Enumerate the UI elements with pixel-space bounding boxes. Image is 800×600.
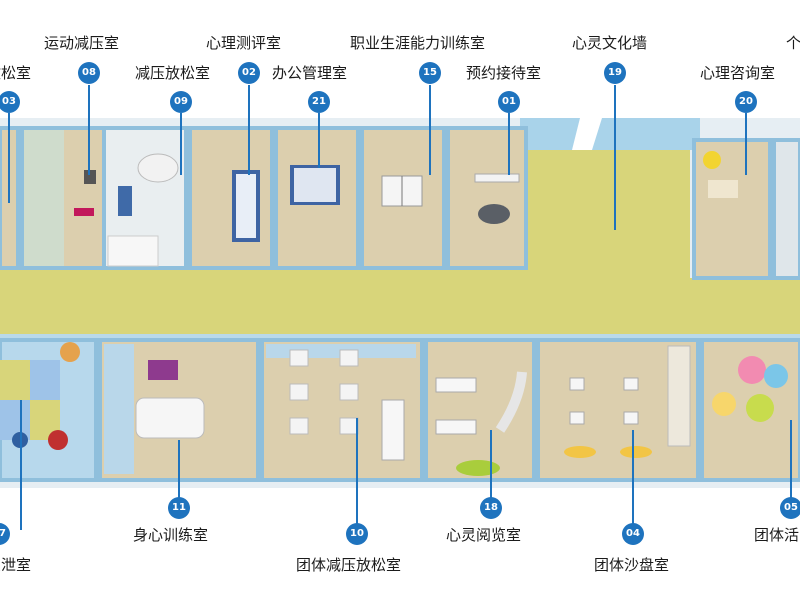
leader-line-15: [429, 85, 431, 175]
label-culture-wall: 心灵文化墙: [572, 34, 648, 52]
label-sports-relief-room: 运动减压室: [44, 34, 120, 52]
marker-08: 08: [78, 62, 100, 84]
marker-18: 18: [480, 497, 502, 519]
leader-line-08: [88, 85, 90, 175]
marker-19: 19: [604, 62, 626, 84]
label-career-training-room: 职业生涯能力训练室: [350, 34, 486, 52]
room-career-training: [360, 126, 446, 270]
label-reading-room: 心灵阅览室: [446, 526, 522, 544]
leader-line-01: [508, 113, 510, 175]
leader-line-11: [178, 440, 180, 502]
leader-line-02: [248, 85, 250, 175]
room-group-relax: [260, 338, 424, 482]
marker-21: 21: [308, 91, 330, 113]
room-stress-relax: [102, 126, 188, 270]
marker-02: 02: [238, 62, 260, 84]
marker-05: 05: [780, 497, 800, 519]
label-individual-room: 个: [786, 34, 800, 52]
marker-07: 07: [0, 523, 10, 545]
main-corridor: [0, 150, 800, 338]
marker-03: 03: [0, 91, 20, 113]
label-stress-relax-room: 减压放松室: [135, 64, 211, 82]
room-sandplay: [536, 338, 700, 482]
leader-line-10: [356, 418, 358, 528]
room-group-activity: [700, 338, 800, 482]
leader-line-20: [745, 113, 747, 175]
marker-01: 01: [498, 91, 520, 113]
room-sports-relief: [20, 126, 106, 270]
room-office: [274, 126, 360, 270]
label-office-room: 办公管理室: [272, 64, 348, 82]
leader-line-03: [8, 113, 10, 203]
marker-04: 04: [622, 523, 644, 545]
leader-line-04: [632, 430, 634, 526]
leader-line-07: [20, 400, 22, 530]
room-individual: [772, 138, 800, 280]
marker-10: 10: [346, 523, 368, 545]
label-group-activity-room: 团体活: [754, 526, 800, 544]
label-body-mind-training-room: 身心训练室: [133, 526, 209, 544]
label-reception-room: 预约接待室: [466, 64, 542, 82]
leader-line-09: [180, 113, 182, 175]
leader-line-19: [614, 85, 616, 230]
label-group-relax-room: 团体减压放松室: [296, 556, 402, 574]
marker-20: 20: [735, 91, 757, 113]
marker-15: 15: [419, 62, 441, 84]
label-sandplay-room: 团体沙盘室: [594, 556, 670, 574]
culture-wall-strip: [520, 118, 700, 150]
label-relax-room: 放松室: [0, 64, 32, 82]
label-venting-room: 宣泄室: [0, 556, 32, 574]
label-psych-assessment-room: 心理测评室: [206, 34, 282, 52]
room-reception: [446, 126, 528, 270]
leader-line-18: [490, 430, 492, 500]
leader-line-05: [790, 420, 792, 500]
room-counseling: [692, 138, 772, 280]
corridor-edge: [0, 334, 800, 340]
room-reading: [424, 338, 536, 482]
culture-wall-gap: [572, 118, 602, 150]
leader-line-21: [318, 113, 320, 168]
label-counseling-room: 心理咨询室: [700, 64, 776, 82]
marker-11: 11: [168, 497, 190, 519]
marker-09: 09: [170, 91, 192, 113]
room-psych-assessment: [188, 126, 274, 270]
room-venting: [0, 338, 98, 482]
